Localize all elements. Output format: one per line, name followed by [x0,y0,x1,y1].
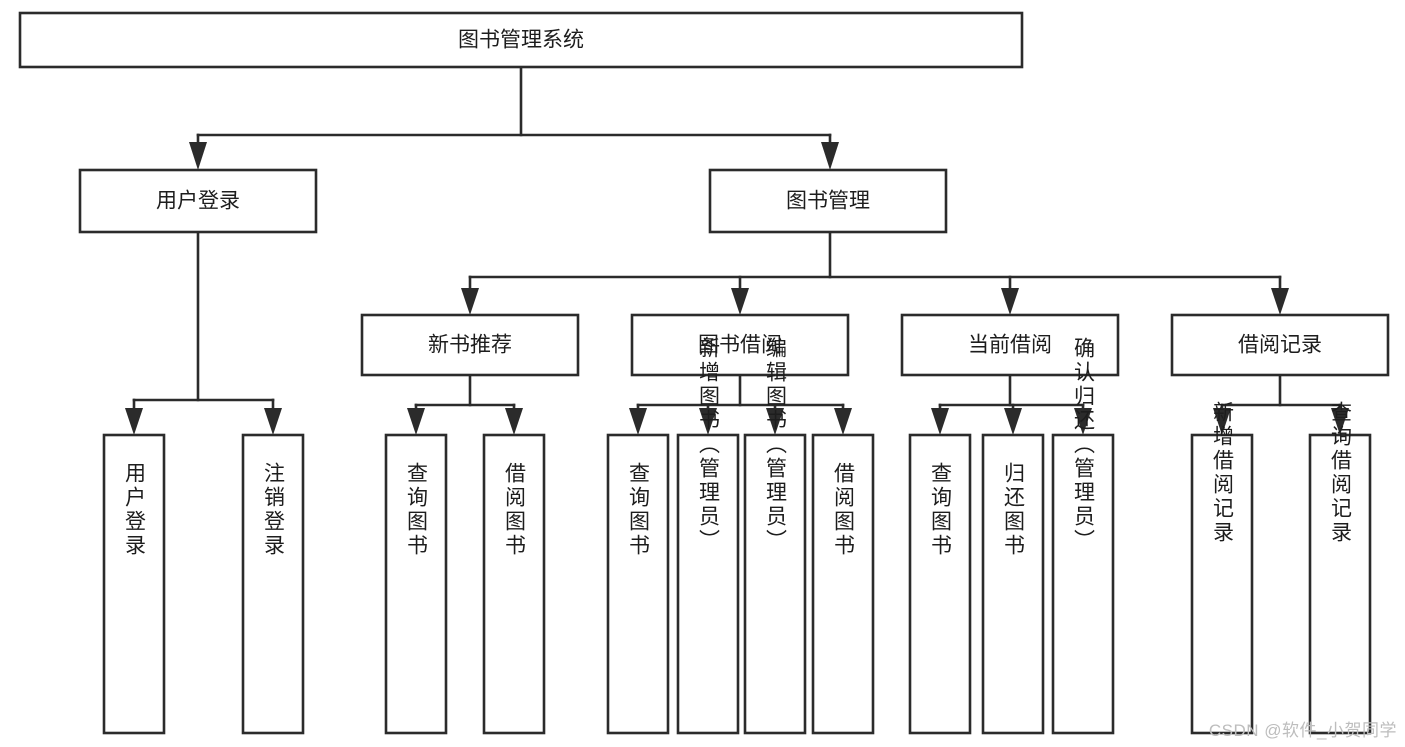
connector-layer [125,65,1349,435]
arrowhead-leaf-confirm-return-admin [1074,408,1092,435]
arrowhead-leaf-return-book [1004,408,1022,435]
node-book-management-box [708,168,948,234]
node-leaf-query-borrow-record[interactable]: 查询借阅记录 [1308,401,1372,735]
node-leaf-query-borrow-record-box [1308,433,1372,735]
node-leaf-borrow-book-recommend[interactable]: 借阅图书 [482,433,546,735]
node-leaf-return-book-box [981,433,1045,735]
node-leaf-add-book-admin-label: 新增图书（管理员） [697,337,721,553]
node-leaf-borrow-book-recommend-label: 借阅图书 [503,462,527,558]
node-root[interactable]: 图书管理系统 [18,11,1024,69]
node-leaf-edit-book-admin-label: 编辑图书（管理员） [764,337,788,553]
node-leaf-edit-book-admin[interactable]: 编辑图书（管理员） [743,337,807,735]
arrowhead-book-borrow [731,288,749,315]
node-leaf-query-book-recommend-label: 查询图书 [405,462,429,558]
node-leaf-borrow-book-recommend-box [482,433,546,735]
arrowhead-leaf-user-login [125,408,143,435]
node-book-borrow[interactable]: 图书借阅 [630,313,850,377]
node-leaf-query-book-current[interactable]: 查询图书 [908,433,972,735]
node-new-book-recommend-label: 新书推荐 [428,334,512,357]
node-leaf-user-login-box [102,433,166,735]
csdn-watermark: CSDN @软件_小贺同学 [1208,721,1397,740]
node-borrow-record-label: 借阅记录 [1238,334,1322,357]
node-user-login-label: 用户登录 [156,190,240,213]
node-leaf-user-login-label: 用户登录 [123,462,147,558]
node-leaf-borrow-book[interactable]: 借阅图书 [811,433,875,735]
node-leaf-confirm-return-admin[interactable]: 确认归还（管理员） [1051,337,1115,735]
arrowhead-book-management [821,142,839,170]
node-leaf-add-borrow-record-label: 新增借阅记录 [1211,401,1235,545]
node-new-book-recommend-box [360,313,580,377]
arrowhead-leaf-borrow-book-recommend [505,408,523,435]
node-leaf-query-book-current-label: 查询图书 [929,462,953,558]
node-leaf-borrow-book-label: 借阅图书 [832,462,856,558]
node-leaf-borrow-book-box [811,433,875,735]
node-leaf-user-login[interactable]: 用户登录 [102,433,166,735]
node-book-management-label: 图书管理 [786,190,870,213]
arrowhead-leaf-add-borrow-record [1213,408,1231,435]
node-leaf-logout-box [241,433,305,735]
node-book-borrow-label: 图书借阅 [698,334,782,357]
arrowhead-leaf-query-borrow-record [1331,408,1349,435]
arrowhead-current-borrow [1001,288,1019,315]
node-current-borrow[interactable]: 当前借阅 [900,313,1120,377]
arrowhead-leaf-add-book-admin [699,408,717,435]
arrowhead-new-book-recommend [461,288,479,315]
node-leaf-confirm-return-admin-box [1051,433,1115,735]
node-user-login-box [78,168,318,234]
node-leaf-query-book-recommend-box [384,433,448,735]
node-borrow-record[interactable]: 借阅记录 [1170,313,1390,377]
node-leaf-confirm-return-admin-label: 确认归还（管理员） [1072,337,1096,553]
arrowhead-leaf-borrow-book [834,408,852,435]
node-book-borrow-box [630,313,850,377]
node-leaf-return-book[interactable]: 归还图书 [981,433,1045,735]
node-leaf-return-book-label: 归还图书 [1002,462,1026,558]
node-leaf-logout[interactable]: 注销登录 [241,433,305,735]
node-leaf-query-book-borrow-label: 查询图书 [627,462,651,558]
arrowhead-leaf-query-book-current [931,408,949,435]
node-current-borrow-box [900,313,1120,377]
node-current-borrow-label: 当前借阅 [968,334,1052,357]
node-leaf-query-book-current-box [908,433,972,735]
node-leaf-query-book-borrow-box [606,433,670,735]
node-leaf-query-book-borrow[interactable]: 查询图书 [606,433,670,735]
arrowhead-leaf-edit-book-admin [766,408,784,435]
arrowhead-borrow-record [1271,288,1289,315]
arrowhead-leaf-query-book-borrow [629,408,647,435]
node-book-management[interactable]: 图书管理 [708,168,948,234]
node-leaf-query-book-recommend[interactable]: 查询图书 [384,433,448,735]
node-leaf-add-book-admin-box [676,433,740,735]
node-root-label: 图书管理系统 [458,29,584,52]
node-leaf-logout-label: 注销登录 [262,462,286,558]
node-leaf-add-book-admin[interactable]: 新增图书（管理员） [676,337,740,735]
node-root-box [18,11,1024,69]
node-new-book-recommend[interactable]: 新书推荐 [360,313,580,377]
arrowhead-user-login [189,142,207,170]
node-leaf-add-borrow-record-box [1190,433,1254,735]
node-leaf-edit-book-admin-box [743,433,807,735]
node-borrow-record-box [1170,313,1390,377]
arrowhead-leaf-query-book-recommend [407,408,425,435]
node-user-login[interactable]: 用户登录 [78,168,318,234]
node-leaf-add-borrow-record[interactable]: 新增借阅记录 [1190,401,1254,735]
arrowhead-leaf-logout [264,408,282,435]
node-leaf-query-borrow-record-label: 查询借阅记录 [1329,401,1353,545]
